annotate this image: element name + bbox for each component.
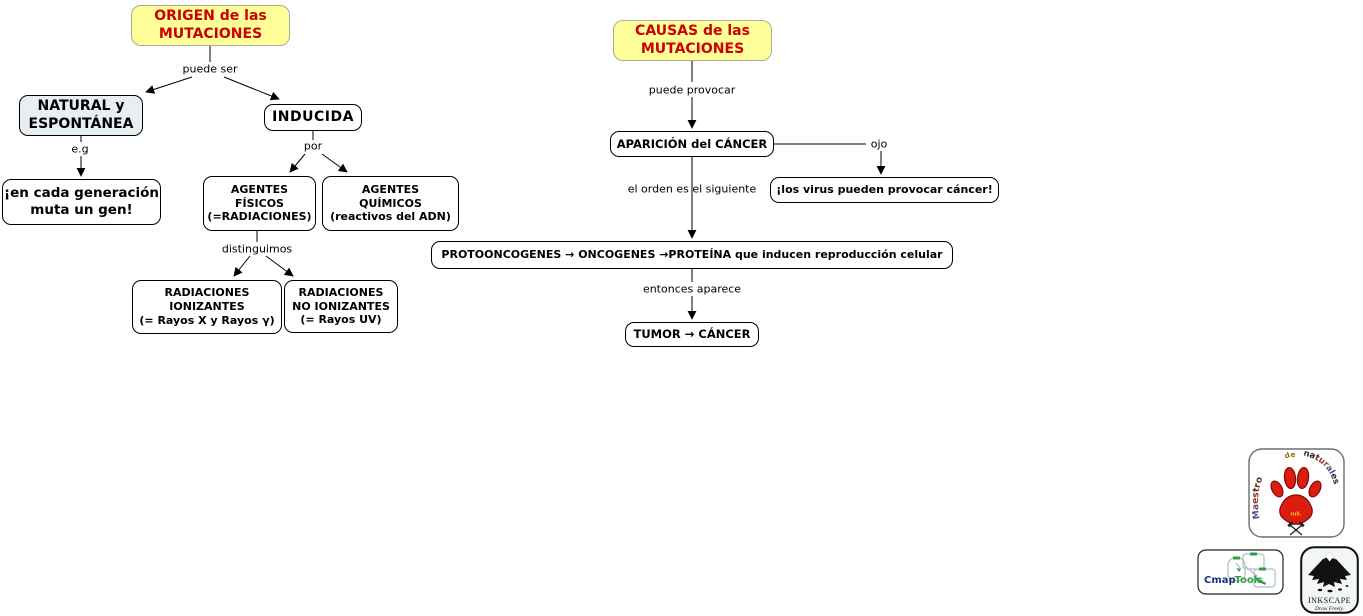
logo-arc-text-top: de <box>1283 450 1296 461</box>
cmaptools-word-tools: Tools <box>1235 575 1264 586</box>
node-radiaciones-no-ionizantes[interactable]: RADIACIONES NO IONIZANTES (= Rayos UV) <box>284 280 398 333</box>
inkscape-tagline-text: Draw Freely. <box>1314 606 1344 612</box>
edge-puedeser-natural <box>145 76 193 94</box>
inkscape-logo: INKSCAPE Draw Freely. <box>1300 546 1359 614</box>
cmaptools-word-cmap: Cmap <box>1204 575 1236 586</box>
maestro-naturales-logo: Maestro de naturales ruli. <box>1248 448 1345 538</box>
node-origen-mutaciones[interactable]: ORIGEN de las MUTACIONES <box>131 5 290 46</box>
link-label-distinguimos[interactable]: distinguimos <box>221 242 293 256</box>
link-label-ojo[interactable]: ojo <box>870 137 888 151</box>
inkscape-name-text: INKSCAPE <box>1308 596 1351 605</box>
edge-lines <box>76 46 886 320</box>
cmaptools-logo: Cmap Tools <box>1197 549 1284 595</box>
link-label-puede-ser[interactable]: puede ser <box>182 62 238 76</box>
inkscape-mountain-icon <box>1308 552 1351 593</box>
node-agentes-quimicos[interactable]: AGENTES QUÍMICOS (reactivos del ADN) <box>322 176 459 231</box>
node-en-cada-generacion[interactable]: ¡en cada generación muta un gen! <box>2 179 161 225</box>
link-label-puede-provocar[interactable]: puede provocar <box>648 83 736 97</box>
cmap-diagram-icon <box>1227 552 1276 588</box>
node-causas-mutaciones[interactable]: CAUSAS de las MUTACIONES <box>613 20 772 61</box>
link-label-entonces-aparece[interactable]: entonces aparece <box>642 282 742 296</box>
node-agentes-fisicos[interactable]: AGENTES FÍSICOS (=RADIACIONES) <box>203 176 316 231</box>
link-label-el-orden[interactable]: el orden es el siguiente <box>627 182 757 196</box>
link-label-por[interactable]: por <box>303 139 323 153</box>
node-aparicion-cancer[interactable]: APARICIÓN del CÁNCER <box>610 131 774 157</box>
crossed-hammers-icon <box>1287 521 1305 536</box>
svg-text:de: de <box>1283 450 1296 461</box>
edge-por-fisicos <box>289 153 306 173</box>
node-natural-espontanea[interactable]: NATURAL y ESPONTÁNEA <box>19 95 143 136</box>
paw-caption-text: ruli. <box>1290 512 1301 518</box>
node-tumor-cancer[interactable]: TUMOR → CÁNCER <box>625 322 759 347</box>
paw-print-icon <box>1270 466 1322 525</box>
link-label-eg[interactable]: e.g <box>71 142 89 156</box>
node-inducida[interactable]: INDUCIDA <box>264 104 362 131</box>
logo-frame <box>1248 448 1345 538</box>
edge-por-quimicos <box>321 153 348 173</box>
edge-puedeser-inducida <box>223 76 280 101</box>
node-radiaciones-ionizantes[interactable]: RADIACIONES IONIZANTES (= Rayos X y Rayo… <box>132 280 282 334</box>
edge-distinguimos-ionizantes <box>233 255 251 277</box>
node-protooncogenes-chain[interactable]: PROTOONCOGENES → ONCOGENES →PROTEÍNA que… <box>431 241 953 269</box>
edge-distinguimos-noionizantes <box>265 255 294 277</box>
node-virus-cancer[interactable]: ¡los virus pueden provocar cáncer! <box>770 177 999 203</box>
